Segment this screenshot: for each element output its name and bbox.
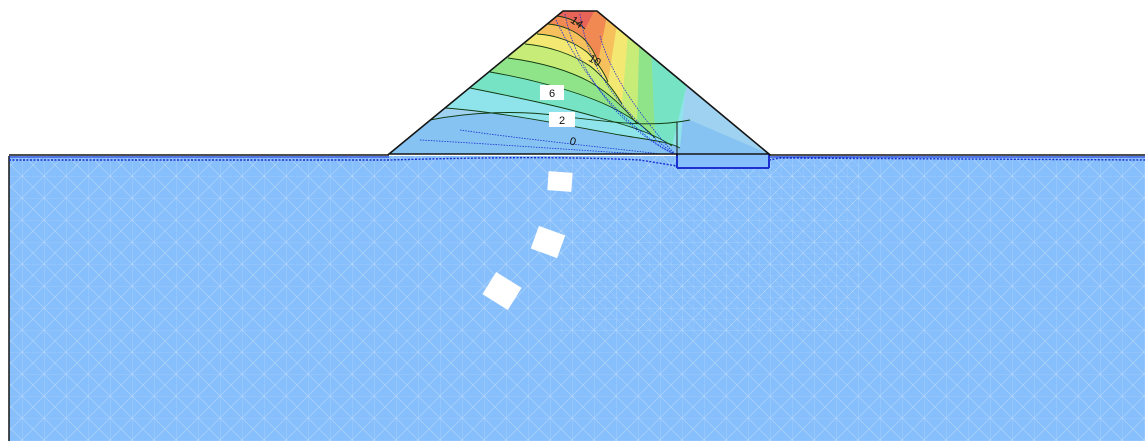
ground-surface xyxy=(9,153,1145,156)
contour-label-14: 14 xyxy=(568,14,585,31)
contour-label-0: 0 xyxy=(568,135,577,148)
marker-square xyxy=(530,225,566,259)
svg-text:14: 14 xyxy=(568,14,585,31)
svg-text:0: 0 xyxy=(568,135,577,148)
contour-label-10: 10 xyxy=(586,53,603,70)
water-table-line xyxy=(9,156,1145,167)
marker-square xyxy=(482,272,522,310)
toe-drain xyxy=(676,154,770,169)
foundation-markers xyxy=(482,171,573,310)
foundation-region xyxy=(8,156,1145,441)
dam-embankment xyxy=(389,11,769,154)
flow-paths xyxy=(419,13,679,154)
svg-text:6: 6 xyxy=(549,88,555,100)
svg-text:2: 2 xyxy=(559,115,565,127)
svg-text:10: 10 xyxy=(586,53,603,70)
marker-square xyxy=(547,171,573,192)
contour-label-6: 6 xyxy=(540,85,564,100)
contour-band-8 xyxy=(556,11,600,29)
contour-label-2: 2 xyxy=(549,112,575,127)
